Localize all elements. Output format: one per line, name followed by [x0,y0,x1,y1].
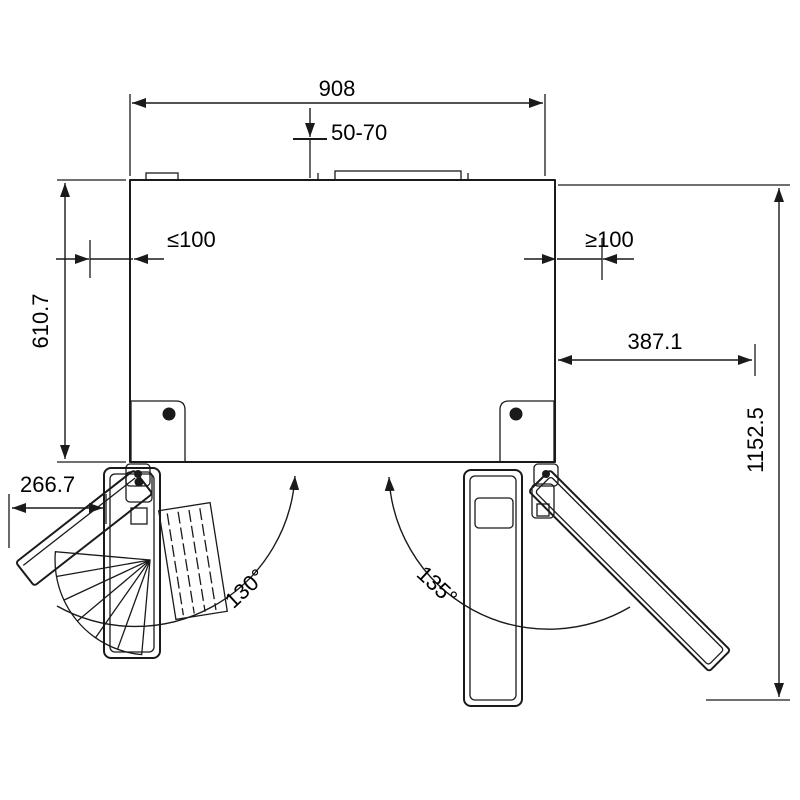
left-door-vent-grille [157,501,229,621]
right-door-swing-arc: 135° [384,476,631,630]
dimension-right-offset: 387.1 [558,329,756,376]
dim-total-depth-label: 1152.5 [743,407,768,473]
left-door-body [103,467,161,659]
dim-top-clearance-label: 50-70 [331,120,387,145]
dimension-width-top: 908 [129,76,546,176]
dimension-left-clearance: ≤100 [56,227,216,278]
grille-slats [166,508,217,616]
dim-left-depth-label: 610.7 [28,293,53,348]
dimension-top-clearance: 50-70 [293,108,387,178]
dim-right-offset-label: 387.1 [627,329,682,354]
right-hinge-bracket [499,400,555,461]
left-door-assembly [16,467,229,659]
left-hinge-bracket [130,400,186,461]
left-door-shelf-fan [54,550,151,656]
left-door-swing-arc: 130° [56,475,300,628]
right-door-angle-label: 135° [412,561,462,610]
dimension-right-clearance: ≥100 [524,227,634,280]
dim-width-top-label: 908 [319,76,356,101]
cabinet-outline [129,179,556,463]
right-door-assembly [463,469,731,707]
dimension-left-door-projection: 266.7 [8,472,107,548]
left-door-panel-open [16,470,153,586]
dim-left-clearance-label: ≤100 [167,227,216,252]
dim-left-door-label: 266.7 [20,472,75,497]
cabinet-top-edge-details [145,170,469,181]
left-door-angle-label: 130° [220,564,270,613]
dimension-total-depth: 1152.5 [558,184,790,701]
right-door-panel-open [529,470,731,672]
right-door-body [463,469,523,707]
dim-right-clearance-label: ≥100 [585,227,634,252]
dimension-left-depth: 610.7 [28,179,126,463]
